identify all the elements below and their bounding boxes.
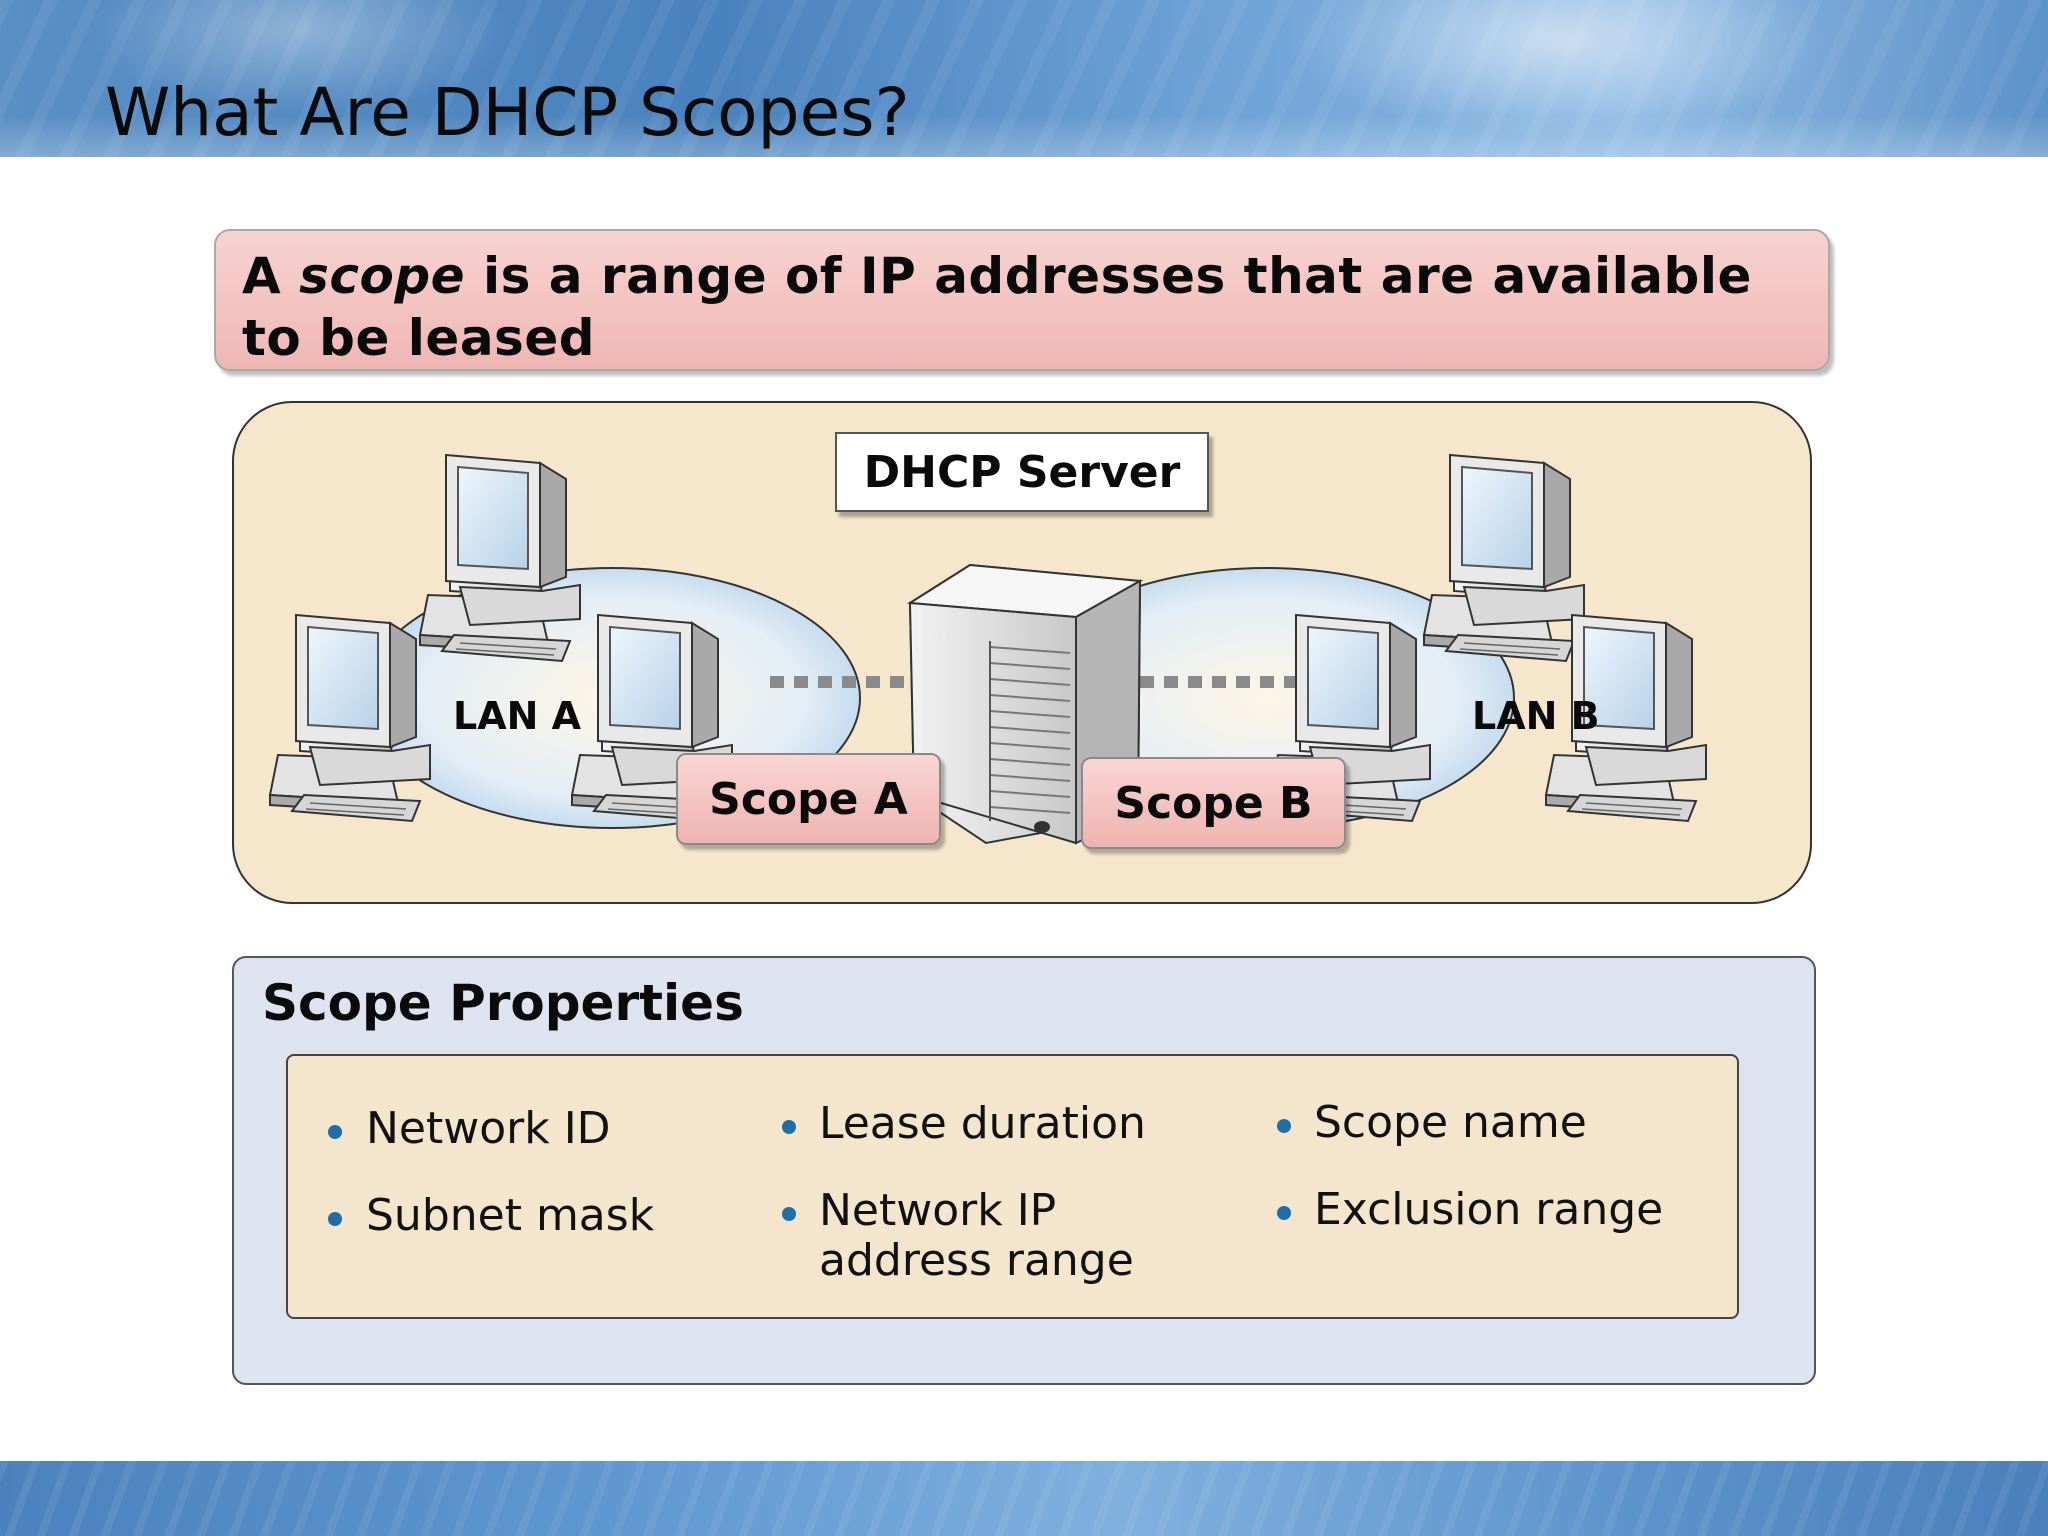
- header-texture: [0, 0, 2048, 157]
- bullet-icon: [782, 1120, 796, 1134]
- property-item: Subnet mask: [366, 1190, 655, 1241]
- bullet-icon: [1277, 1119, 1291, 1133]
- scope-a-label: Scope A: [676, 753, 941, 845]
- property-item: Lease duration: [819, 1098, 1146, 1149]
- header-fade: [0, 115, 2048, 157]
- property-item: Scope name: [1314, 1097, 1587, 1148]
- bullet-icon: [782, 1207, 796, 1221]
- lan-a-label: LAN A: [453, 694, 582, 738]
- computer-icon: [1423, 454, 1585, 662]
- bullet-icon: [328, 1212, 342, 1226]
- computer-icon: [269, 614, 431, 822]
- definition-term: scope: [299, 247, 466, 305]
- slide-title: What Are DHCP Scopes?: [105, 74, 910, 151]
- lan-b-label: LAN B: [1472, 694, 1600, 738]
- definition-suffix: is a range of IP addresses that are avai…: [242, 247, 1752, 367]
- scope-properties-title: Scope Properties: [262, 974, 744, 1032]
- scope-properties-list: Network ID Subnet mask Lease duration Ne…: [286, 1054, 1739, 1319]
- dhcp-server-label: DHCP Server: [835, 432, 1209, 512]
- header-background: [0, 0, 2048, 157]
- definition-text: A scope is a range of IP addresses that …: [242, 245, 1802, 369]
- bullet-icon: [328, 1125, 342, 1139]
- scope-properties-panel: Scope Properties Network ID Subnet mask …: [232, 956, 1816, 1385]
- definition-prefix: A: [242, 247, 300, 305]
- definition-box: A scope is a range of IP addresses that …: [214, 229, 1830, 371]
- property-item: Network ID: [366, 1103, 611, 1154]
- bullet-icon: [1277, 1206, 1291, 1220]
- property-item: Exclusion range: [1314, 1184, 1664, 1235]
- footer-background: [0, 1461, 2048, 1536]
- scope-b-label: Scope B: [1081, 757, 1346, 849]
- property-item: Network IP address range: [819, 1185, 1134, 1286]
